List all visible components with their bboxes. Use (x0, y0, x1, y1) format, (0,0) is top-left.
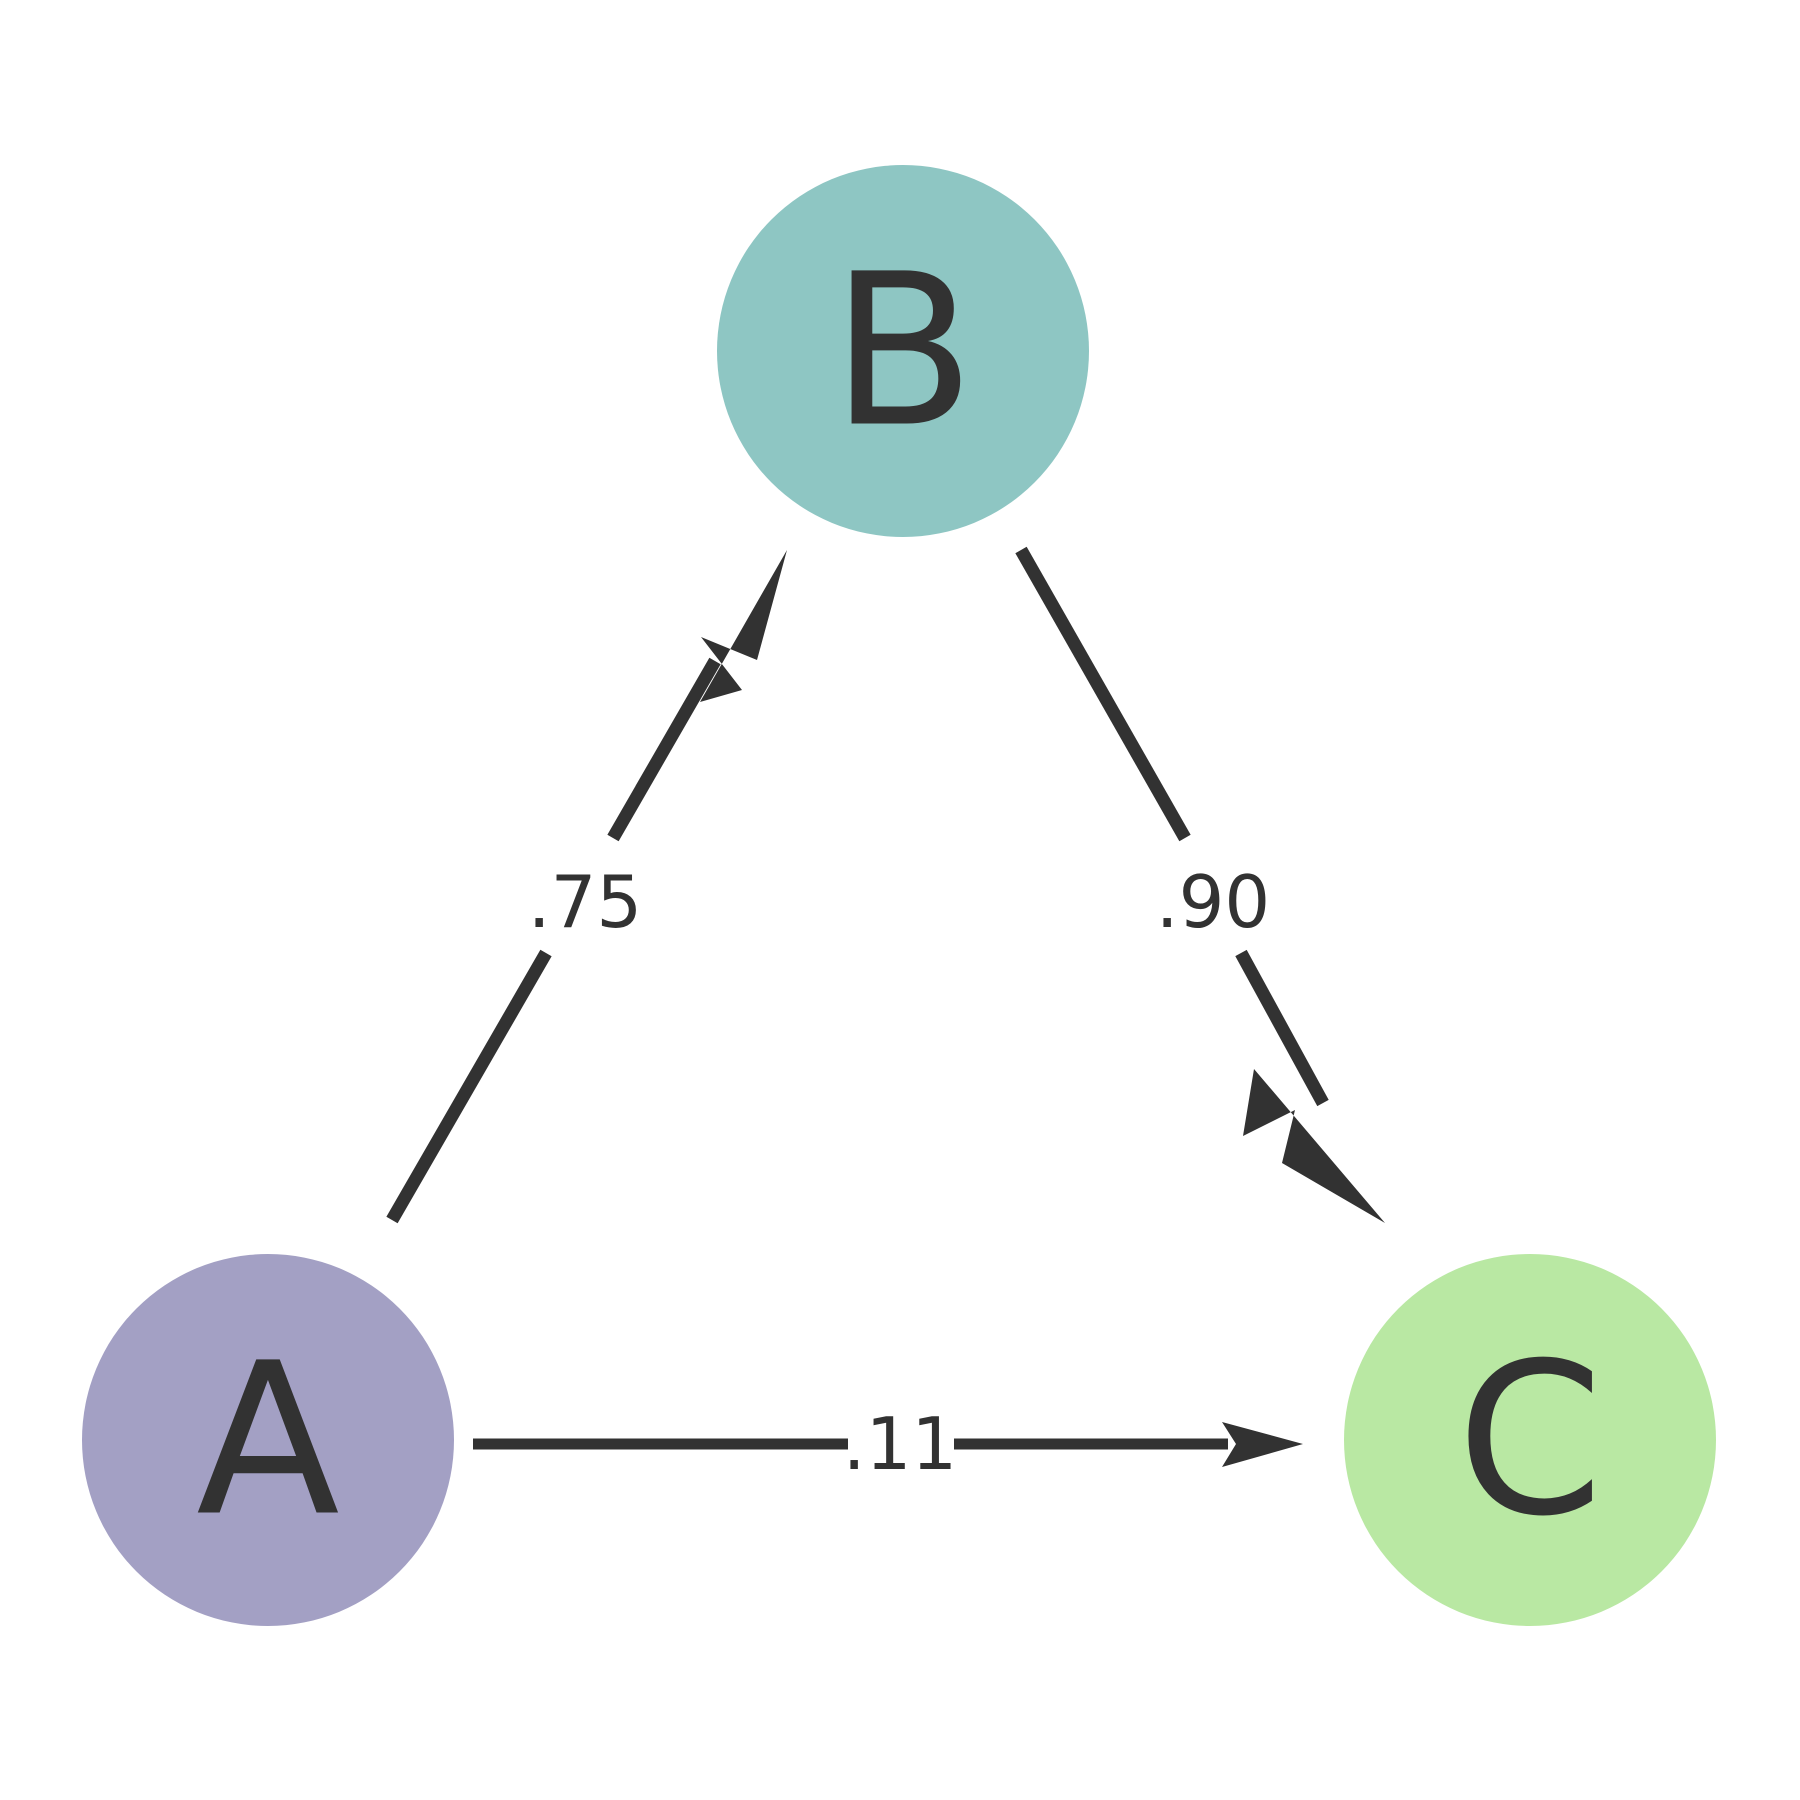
edge-a-to-b-segment-lower (386, 949, 552, 1224)
node-a-circle[interactable] (82, 1254, 454, 1626)
edge-a-to-c[interactable]: .11 (473, 1402, 1303, 1486)
node-a[interactable]: A (82, 1254, 454, 1626)
node-b[interactable]: B (717, 165, 1089, 537)
edge-a-to-b-label: .75 (528, 860, 643, 944)
node-a-label: A (196, 1318, 340, 1563)
node-b-label: B (831, 229, 975, 474)
edge-b-to-c-segment-lower (1235, 949, 1329, 1107)
node-c-label: C (1457, 1318, 1604, 1563)
edge-a-to-b-arrowhead (700, 550, 787, 702)
node-c-circle[interactable] (1344, 1254, 1716, 1626)
node-c[interactable]: C (1344, 1254, 1716, 1626)
edge-a-to-c-label: .11 (843, 1402, 958, 1486)
edge-b-to-c-arrowhead (1243, 1069, 1385, 1223)
edge-b-to-c-label: .90 (1156, 860, 1271, 944)
edge-a-to-c-arrowhead (1222, 1422, 1303, 1467)
edge-a-to-b-segment-upper (607, 657, 721, 842)
edge-a-to-b[interactable]: .75 (386, 550, 787, 1224)
node-b-circle[interactable] (717, 165, 1089, 537)
edge-b-to-c[interactable]: .90 (1015, 546, 1385, 1223)
edge-b-to-c-segment-upper (1015, 546, 1191, 842)
